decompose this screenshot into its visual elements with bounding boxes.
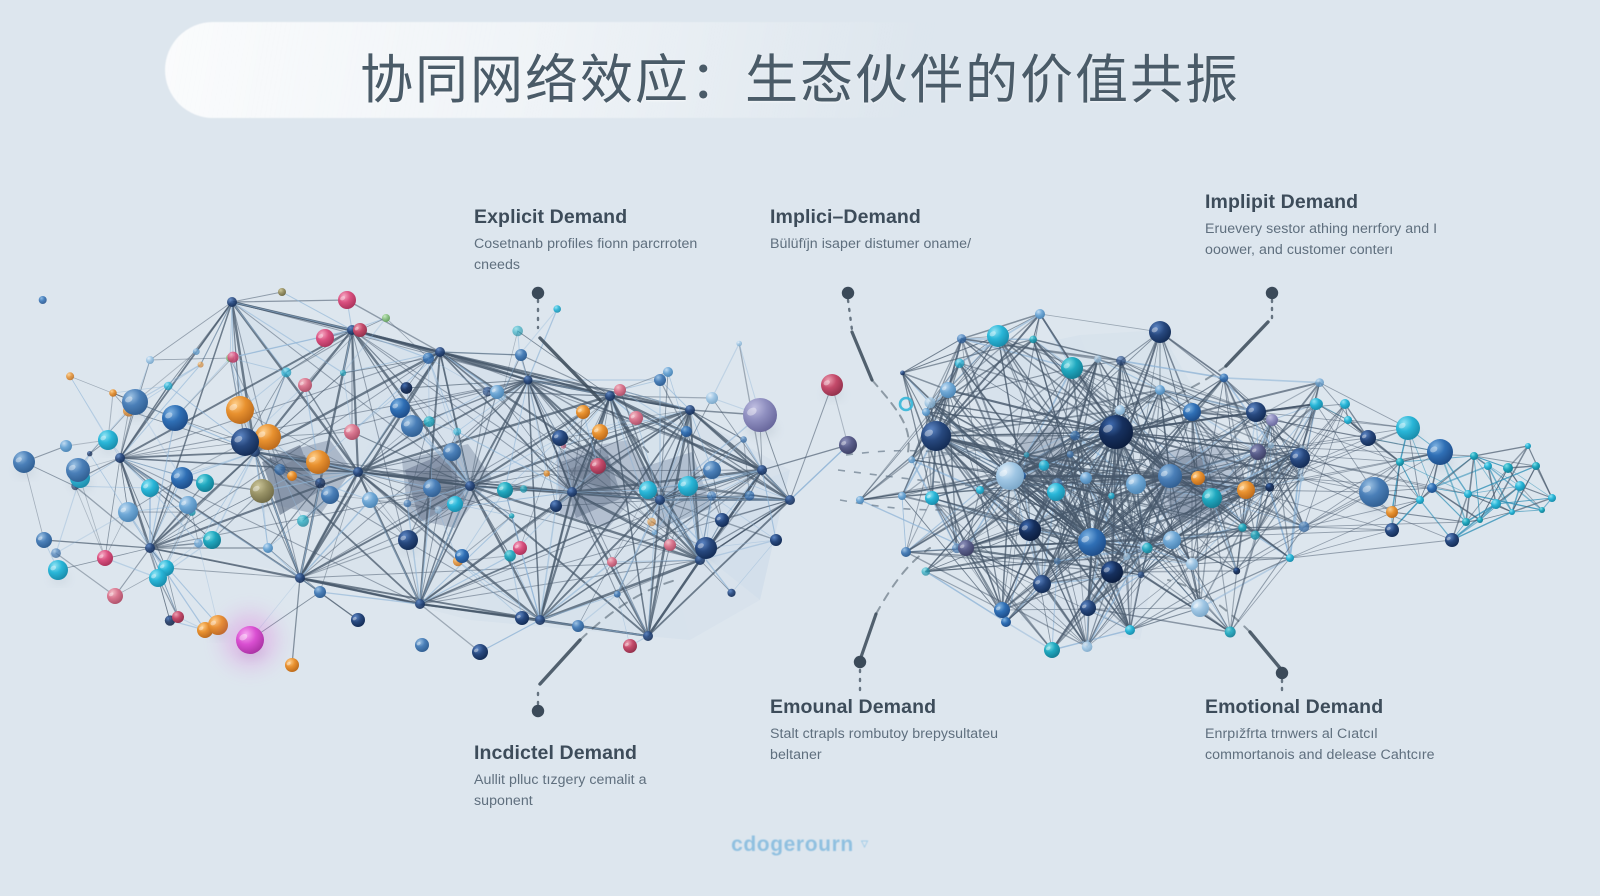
- callout-body: Stalt ctrapls rombutoy brepysultateu bel…: [770, 726, 999, 764]
- callout-title: Implipit Demand: [1205, 191, 1359, 213]
- callout-body: Aullit plluc tızgery cemalit a suponent: [474, 772, 647, 810]
- callout-emotional-demand[interactable]: Emotional Demand Enrpıžfrta trnwers al C…: [1205, 696, 1450, 766]
- callout-title: Emotional Demand: [1205, 696, 1384, 718]
- callout-title: Implici–Demand: [770, 206, 921, 228]
- callout-implicit-demand[interactable]: Implici–Demand Bülüfïjn isaper distumer …: [770, 206, 1000, 255]
- callout-body: Cosetnanb profiles fionn parcrroten cnee…: [474, 236, 698, 274]
- callout-explicit-demand[interactable]: Explicit Demand Cosetnanb profiles fionn…: [474, 206, 704, 276]
- watermark: cdogerourn ▿: [0, 833, 1600, 857]
- callout-title: Emounal Demand: [770, 696, 937, 718]
- callout-body: Bülüfïjn isaper distumer oname/: [770, 236, 972, 252]
- triangle-down-icon: ▿: [860, 835, 869, 852]
- graph-nodes: [13, 288, 1556, 672]
- callout-title: Incdictel Demand: [474, 742, 638, 764]
- callout-anchor-dots: [531, 286, 1289, 718]
- callout-incdictel-demand[interactable]: Incdictel Demand Aullit plluc tızgery ce…: [474, 742, 704, 812]
- callout-implipit-demand[interactable]: Implipit Demand Eruevery sestor athing n…: [1205, 191, 1450, 261]
- callout-body: Eruevery sestor athing nerrfory and I oo…: [1205, 221, 1438, 259]
- watermark-text: cdogerourn: [731, 833, 854, 856]
- callout-body: Enrpıžfrta trnwers al Cıatcıl commortano…: [1205, 726, 1435, 764]
- callout-leader-lines: [536, 298, 1284, 706]
- callout-emounal-demand[interactable]: Emounal Demand Stalt ctrapls rombutoy br…: [770, 696, 1000, 766]
- callout-title: Explicit Demand: [474, 206, 628, 228]
- page-title: 协同网络效应：生态伙伴的价值共振: [360, 50, 1240, 111]
